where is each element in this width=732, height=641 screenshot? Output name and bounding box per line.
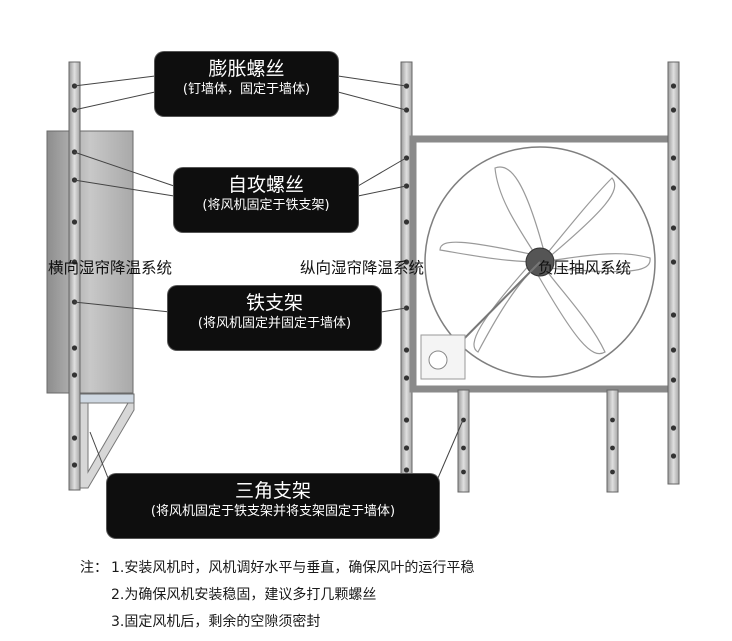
callout-triangle-bracket: 三角支架 (将风机固定于铁支架并将支架固定于墙体) xyxy=(107,474,439,538)
cooling-pad-shelf xyxy=(79,393,135,404)
steel-rail-left xyxy=(68,61,81,491)
label-vertical-cooling: 纵向湿帘降温系统 xyxy=(300,259,425,277)
fan-blades xyxy=(439,166,651,355)
label-horizontal-cooling: 横向湿帘降温系统 xyxy=(48,259,173,277)
fan-motor-pulley xyxy=(428,350,448,370)
callout-title: 自攻螺丝 xyxy=(227,174,304,196)
callout-subtitle: (钉墙体，固定于墙体) xyxy=(182,82,311,97)
fan-leg-left xyxy=(457,389,470,493)
rail-holes-middle xyxy=(403,83,410,473)
note-item-3: 3.固定风机后，剩余的空隙须密封 xyxy=(111,614,321,630)
callout-title: 铁支架 xyxy=(245,292,303,314)
callout-title: 膨胀螺丝 xyxy=(208,58,285,80)
callout-self-tapping-screw: 自攻螺丝 (将风机固定于铁支架) xyxy=(174,168,358,232)
note-item-1: 1.安装风机时，风机调好水平与垂直，确保风叶的运行平稳 xyxy=(111,560,475,576)
label-exhaust-system: 负压抽风系统 xyxy=(538,259,632,277)
callout-subtitle: (将风机固定于铁支架) xyxy=(202,198,330,213)
leg-holes xyxy=(461,417,615,475)
rail-holes-right xyxy=(670,83,677,459)
note-item-2: 2.为确保风机安装稳固，建议多打几颗螺丝 xyxy=(111,587,377,603)
leader-lines xyxy=(73,75,464,479)
steel-rail-right xyxy=(667,61,680,485)
callout-expansion-screw: 膨胀螺丝 (钉墙体，固定于墙体) xyxy=(155,52,338,116)
callout-title: 三角支架 xyxy=(234,480,311,502)
cooling-pad-panel-left xyxy=(46,130,134,394)
callout-iron-bracket: 铁支架 (将风机固定并固定于墙体) xyxy=(168,286,381,350)
fan-leg-right xyxy=(606,389,619,493)
callout-subtitle: (将风机固定于铁支架并将支架固定于墙体) xyxy=(150,504,396,519)
notes-prefix: 注： xyxy=(80,560,108,576)
callout-subtitle: (将风机固定并固定于墙体) xyxy=(197,316,352,331)
triangle-bracket xyxy=(79,402,135,489)
